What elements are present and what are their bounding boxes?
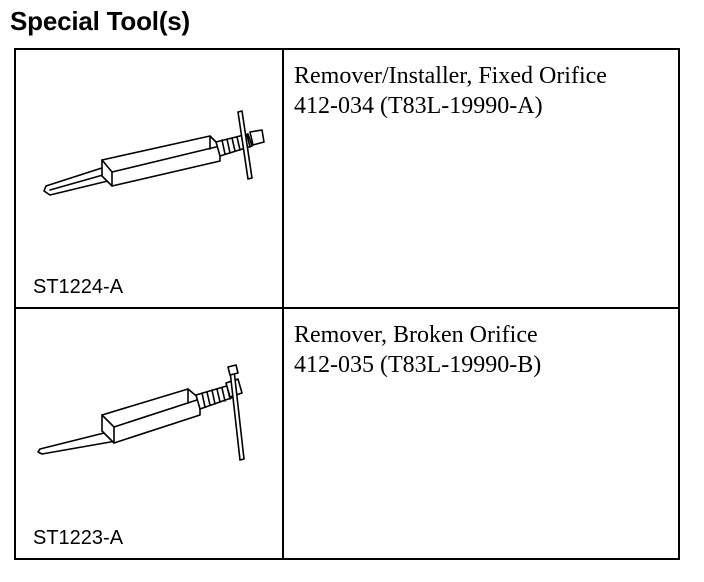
table-row: ST1224-A Remover/Installer, Fixed Orific…: [16, 50, 678, 309]
orifice-remover-installer-illustration-icon: [43, 110, 265, 196]
tool-image-cell: ST1223-A: [16, 309, 284, 558]
special-tools-table: ST1224-A Remover/Installer, Fixed Orific…: [14, 48, 680, 560]
tool-number: 412-035 (T83L-19990-B): [294, 352, 542, 378]
broken-orifice-remover-illustration-icon: [37, 364, 245, 461]
illustration-ref-code: ST1224-A: [33, 276, 124, 298]
tool-name: Remover, Broken Orifice: [294, 322, 538, 348]
tool-description-cell: Remover, Broken Orifice 412-035 (T83L-19…: [284, 309, 678, 558]
tool-number: 412-034 (T83L-19990-A): [294, 93, 543, 119]
tool-image-cell: ST1224-A: [16, 50, 284, 307]
tool-name: Remover/Installer, Fixed Orifice: [294, 63, 607, 89]
illustration-ref-code: ST1223-A: [33, 527, 124, 549]
table-row: ST1223-A Remover, Broken Orifice 412-035…: [16, 309, 678, 558]
page-title: Special Tool(s): [10, 6, 190, 36]
tool-description-cell: Remover/Installer, Fixed Orifice 412-034…: [284, 50, 678, 307]
